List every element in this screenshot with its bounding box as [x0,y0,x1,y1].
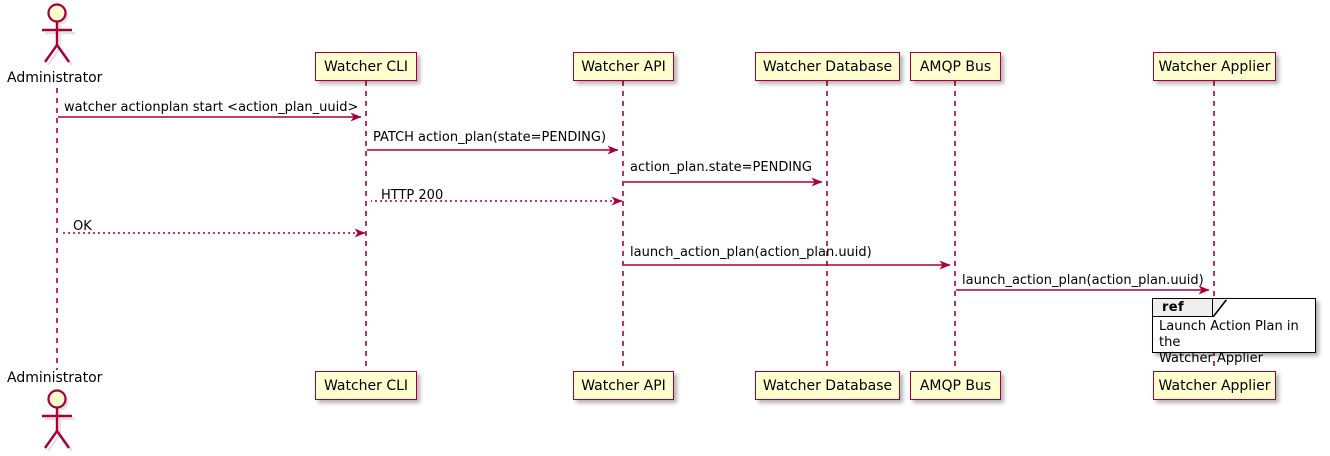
participant-label: Watcher API [581,58,666,75]
participant-box-watcher-cli-bottom[interactable]: Watcher CLI [315,371,417,400]
ref-fragment-tab: ref [1153,299,1213,317]
message-label-m7: launch_action_plan(action_plan.uuid) [962,273,1204,288]
message-label-m4: HTTP 200 [381,188,444,203]
message-arrows [58,112,1210,295]
message-label-m3: action_plan.state=PENDING [630,160,812,175]
actor-label-administrator-top: Administrator [7,71,102,85]
lifelines [56,81,1215,370]
actor-label-text: Administrator [7,70,103,86]
ref-fragment-keyword: ref [1162,300,1185,315]
message-label-m2: PATCH action_plan(state=PENDING) [373,130,607,145]
participant-box-watcher-database-top[interactable]: Watcher Database [755,52,900,81]
participant-label: Watcher Applier [1158,58,1271,75]
ref-fragment-tab-fold-icon [1213,299,1227,317]
participant-box-watcher-database-bottom[interactable]: Watcher Database [755,371,900,400]
participant-box-watcher-applier-bottom[interactable]: Watcher Applier [1153,371,1276,400]
participant-label: Watcher Database [762,58,893,75]
message-label-m6: launch_action_plan(action_plan.uuid) [630,245,872,260]
participant-label: Watcher Applier [1158,377,1271,394]
ref-fragment[interactable]: ref Launch Action Plan in the Watcher Ap… [1152,298,1316,366]
participant-label: AMQP Bus [919,377,992,394]
participant-box-watcher-applier-top[interactable]: Watcher Applier [1153,52,1276,81]
participant-box-amqp-bus-top[interactable]: AMQP Bus [910,52,1001,81]
participant-box-watcher-api-top[interactable]: Watcher API [573,52,674,81]
participant-box-watcher-cli-top[interactable]: Watcher CLI [315,52,417,81]
message-label-m5: OK [73,219,92,234]
actor-administrator-top [42,3,75,66]
actor-administrator-bottom [42,389,75,452]
actor-label-text: Administrator [7,370,103,386]
participant-box-amqp-bus-bottom[interactable]: AMQP Bus [910,371,1001,400]
message-label-m1: watcher actionplan start <action_plan_uu… [64,100,359,115]
participant-label: Watcher CLI [323,377,409,394]
participant-box-watcher-api-bottom[interactable]: Watcher API [573,371,674,400]
participant-label: Watcher CLI [323,58,409,75]
participant-label: Watcher Database [762,377,893,394]
ref-fragment-text: Launch Action Plan in the Watcher Applie… [1159,319,1299,366]
participant-label: Watcher API [581,377,666,394]
actor-label-administrator-bottom: Administrator [7,371,102,385]
participant-label: AMQP Bus [919,58,992,75]
